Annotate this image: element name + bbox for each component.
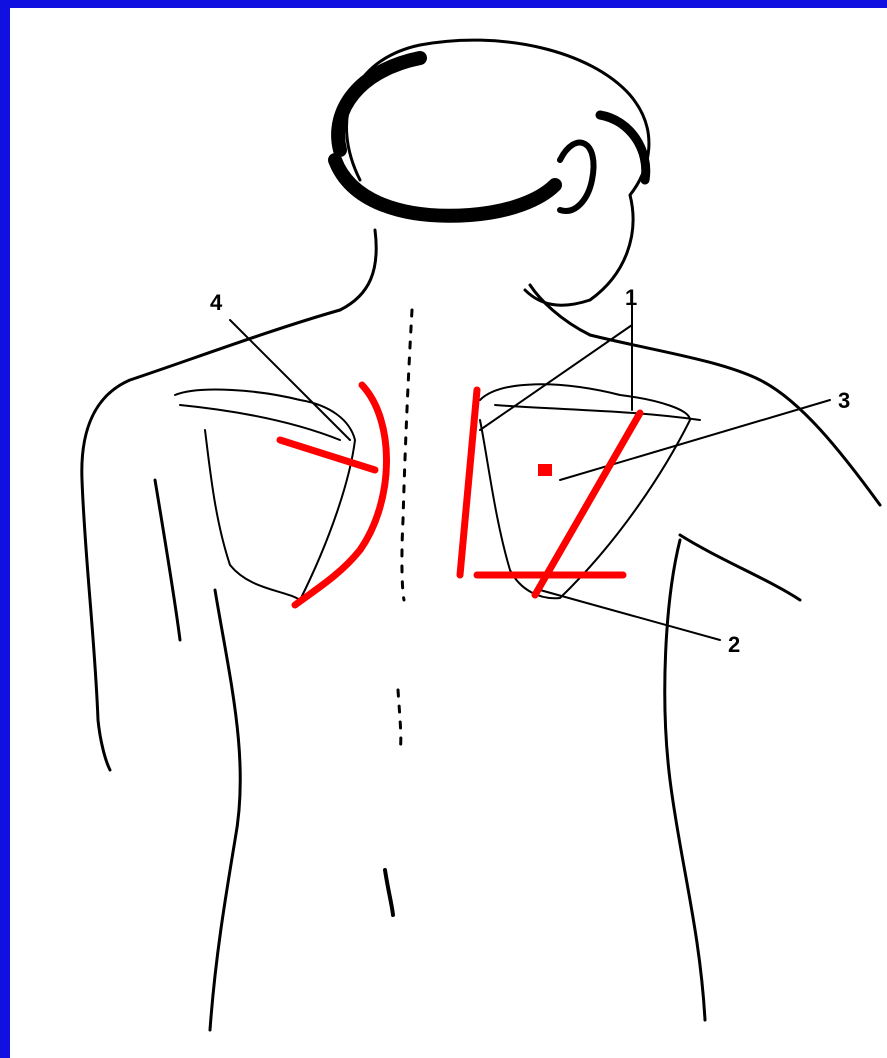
label-4: 4 [210,290,223,315]
leader-line-4 [230,320,350,440]
spine [402,310,412,600]
hair [335,58,555,216]
left-arm-inner [155,480,180,640]
left-flank [210,590,240,1030]
neck-right [530,285,590,335]
right-diagonal-marking [535,413,640,595]
gluteal-cleft [385,870,393,915]
head-outline [347,40,649,305]
label-3: 3 [838,388,850,413]
red-markings [280,385,640,605]
left-shoulder [82,310,340,770]
neck-left [340,230,376,310]
ear [560,143,594,211]
right-arm-lower [680,535,800,600]
body-sketch [82,40,880,1030]
red-square-marking [538,464,552,476]
right-scapula [480,384,690,598]
left-spine-of-scapula [180,405,340,440]
right-vertical-marking [460,390,477,575]
right-spine-of-scapula [495,405,700,420]
leader-line-2 [540,590,720,640]
right-flank [665,540,705,1020]
spine-lower [398,690,401,750]
label-1: 1 [625,285,637,310]
label-2: 2 [728,632,740,657]
leader-line-3 [560,400,830,480]
left-horizontal-marking [280,440,375,470]
left-scapula [175,390,355,600]
hair-back [600,115,646,180]
leader-line-1a [480,325,632,430]
